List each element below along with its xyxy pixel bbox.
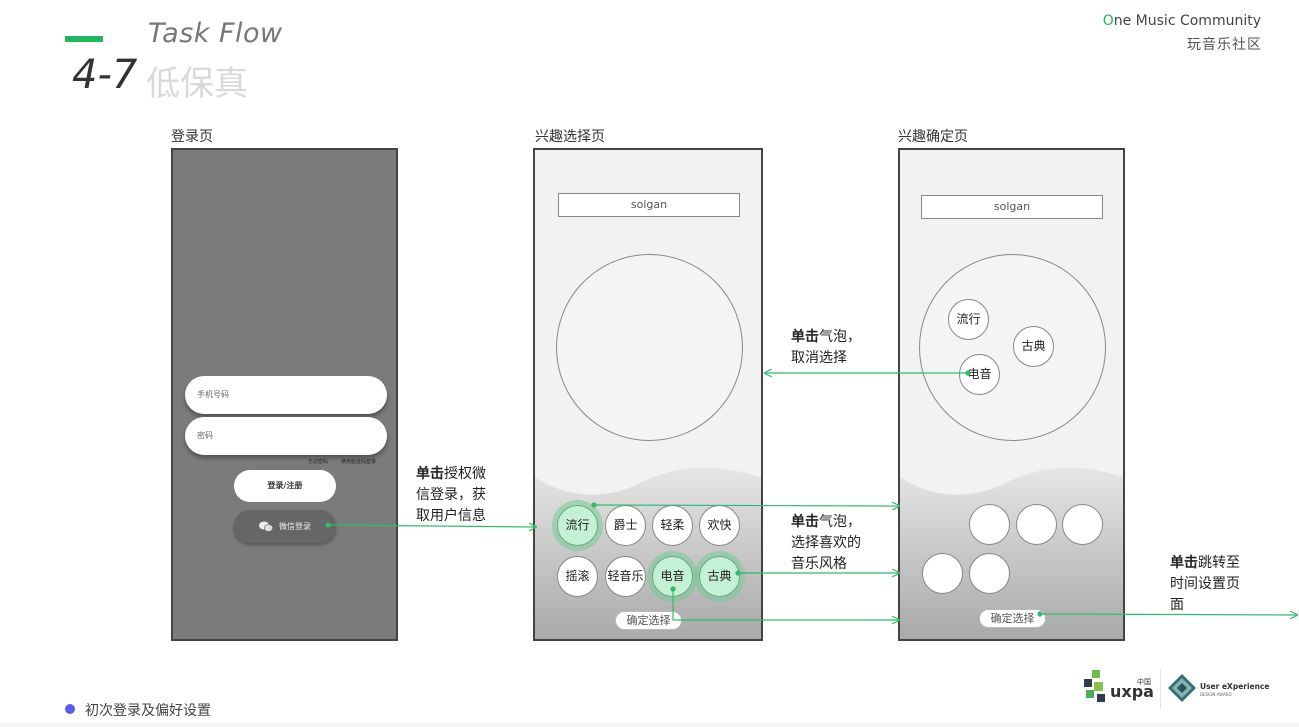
bubble-pop[interactable]: 流行 [557,505,598,546]
bubble-light-music[interactable]: 轻音乐 [605,556,646,597]
accent-bar [65,36,103,42]
wechat-icon [259,521,273,532]
note-wechat-login: 单击授权微 信登录，获 取用户信息 [416,464,486,527]
uxpa-cn-text: 中国 [1137,678,1151,686]
bubble-classical[interactable]: 古典 [699,556,740,597]
note-text: 跳转至 [1198,555,1240,571]
note-text: 面 [1170,597,1184,613]
arrow-jump-time [1039,614,1297,615]
empty-slot [969,553,1010,594]
note-text: 气泡， [819,514,861,530]
section-label-interest-confirm: 兴趣确定页 [898,129,968,145]
phone-number-input[interactable]: 手机号码 [185,376,387,414]
note-cancel-selection: 单击气泡， 取消选择 [791,327,861,369]
footer-caption: 初次登录及偏好设置 [85,703,211,719]
ux-award-sub: DESIGN AWARD [1200,692,1232,697]
note-bold: 单击 [791,329,819,345]
empty-slot [1016,504,1057,545]
note-text: 取消选择 [791,350,847,366]
note-text: 信登录，获 [416,487,486,503]
empty-slot [922,553,963,594]
login-screen: 手机号码 密码 忘记密码 使用验证码登录 登录/注册 微信登录 [171,148,398,641]
brand-name-cn: 玩音乐社区 [1187,37,1262,53]
empty-slot [969,504,1010,545]
brand-initial: O [1102,13,1114,29]
step-title: 低保真 [146,64,248,104]
note-bold: 单击 [416,466,444,482]
wechat-login-label: 微信登录 [279,522,311,531]
ux-award-diamond-icon [1168,674,1196,702]
logo-divider [1160,669,1161,709]
slogan-box: solgan [921,195,1103,219]
note-jump-time-setting: 单击跳转至 时间设置页 面 [1170,553,1240,616]
note-text: 选择喜欢的 [791,535,861,551]
bubble-cheerful[interactable]: 欢快 [699,505,740,546]
arrow-origin-dot [591,502,597,508]
confirm-selection-button[interactable]: 确定选择 [615,611,682,630]
bottom-strip [0,723,1299,727]
bubble-rock[interactable]: 摇滚 [557,556,598,597]
section-label-login: 登录页 [171,129,213,145]
arrow-origin-dot [965,370,971,376]
bubble-area-circle [919,254,1106,441]
selected-bubble-electronic[interactable]: 电音 [959,354,1000,395]
uxpa-text: uxpa [1110,682,1154,701]
arrow-origin-dot [670,586,676,592]
note-text: 音乐风格 [791,556,847,572]
arrow-origin-dot [1037,611,1043,617]
confirm-selection-button-2[interactable]: 确定选择 [979,609,1046,628]
arrow-confirm-button [672,589,899,620]
task-flow-heading: Task Flow [148,18,283,49]
note-text: 授权微 [444,466,486,482]
note-text: 时间设置页 [1170,576,1240,592]
uxpa-mark-icon [1084,670,1105,702]
uxpa-logo: uxpa 中国 [1084,670,1156,706]
slogan-box: solgan [558,193,740,217]
sms-login-link[interactable]: 使用验证码登录 [341,459,377,465]
empty-slot [1062,504,1103,545]
arrow-origin-dot [735,570,741,576]
arrow-wechat-to-select [327,525,536,527]
selected-bubble-pop[interactable]: 流行 [948,299,989,340]
note-choose-style: 单击气泡， 选择喜欢的 音乐风格 [791,512,861,575]
forgot-password-link[interactable]: 忘记密码 [308,459,329,465]
note-bold: 单击 [1170,555,1198,571]
note-bold: 单击 [791,514,819,530]
password-input[interactable]: 密码 [185,417,387,455]
step-number: 4-7 [72,52,138,98]
bubble-area-circle [556,254,743,441]
arrow-origin-dot [325,522,331,528]
brand-rest: ne Music Community [1113,13,1261,29]
note-text: 气泡， [819,329,861,345]
section-label-interest-select: 兴趣选择页 [535,129,605,145]
bubble-jazz[interactable]: 爵士 [605,505,646,546]
ux-award-logo: User eXperience DESIGN AWARD [1168,672,1270,706]
login-register-button[interactable]: 登录/注册 [234,470,336,502]
note-text: 取用户信息 [416,508,486,524]
footer-bullet [65,704,75,714]
arrow-pop-to-confirm [593,505,899,506]
ux-award-title: User eXperience [1200,682,1270,691]
wechat-login-button[interactable]: 微信登录 [234,510,336,543]
selected-bubble-classical[interactable]: 古典 [1013,326,1054,367]
brand-name-en: One Music Community [1103,13,1261,29]
